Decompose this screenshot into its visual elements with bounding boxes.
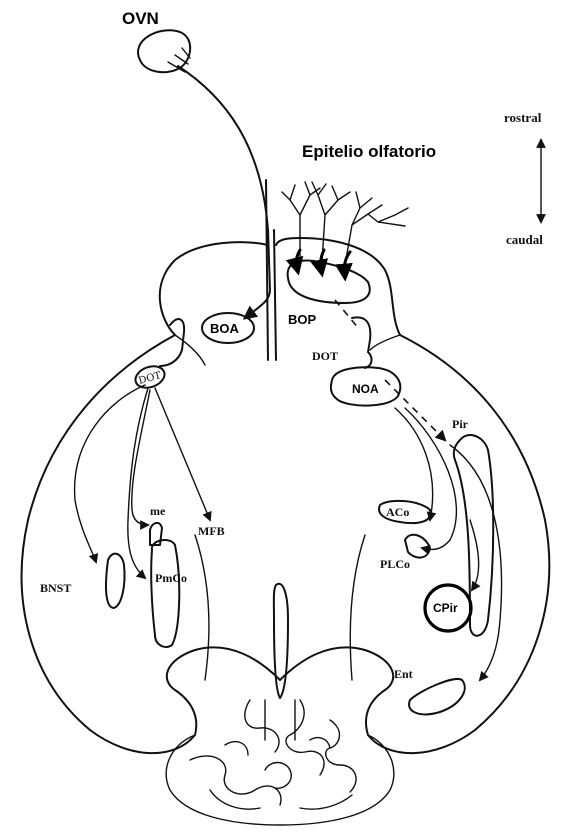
epithelium-label: Epitelio olfatorio — [302, 142, 436, 161]
midline-slit — [274, 584, 288, 698]
right-mfb-line — [350, 535, 365, 680]
midline-nerve-right — [274, 230, 276, 360]
rostral-label: rostral — [504, 110, 542, 125]
arrow-to-me — [132, 390, 150, 525]
dot-right-label: DOT — [312, 349, 338, 363]
ent-shape — [409, 679, 465, 714]
cerebellum — [166, 700, 394, 825]
ent-label: Ent — [394, 667, 413, 681]
mfb-label: MFB — [198, 524, 225, 538]
pir-label: Pir — [452, 417, 469, 431]
boa-label: BOA — [210, 321, 240, 336]
vomeronasal-nerve — [178, 66, 270, 318]
midline-nerve-left — [266, 180, 268, 360]
vomeronasal-organ-shape — [138, 30, 190, 72]
mfb-line — [195, 535, 209, 680]
piriform-cortex-shape — [454, 435, 493, 636]
noa-label: NOA — [352, 382, 379, 396]
arrow-to-cpir — [470, 520, 479, 590]
ovn-label: OVN — [122, 9, 159, 28]
main-olfactory-bulb — [288, 261, 370, 303]
hemisphere-right-inner — [370, 335, 400, 350]
caudal-label: caudal — [506, 232, 543, 247]
bnst-label: BNST — [40, 581, 71, 595]
pmco-shape — [151, 540, 179, 647]
epithelium-arrow-3 — [345, 252, 350, 278]
bop-label: BOP — [288, 312, 317, 327]
aco-label: ACo — [386, 505, 409, 519]
bnst-shape — [106, 554, 125, 608]
cpir-label: CPir — [433, 601, 458, 615]
plco-shape — [405, 535, 430, 558]
me-label: me — [150, 504, 166, 518]
arrow-pir-to-ent — [450, 445, 502, 680]
olfactory-epithelium-neurons — [282, 182, 408, 265]
pmco-label: PmCo — [155, 571, 187, 585]
dashed-pathway — [335, 300, 445, 440]
hemisphere-left-inner — [175, 335, 205, 365]
plco-label: PLCo — [380, 557, 410, 571]
arrow-to-mfb — [155, 388, 210, 520]
